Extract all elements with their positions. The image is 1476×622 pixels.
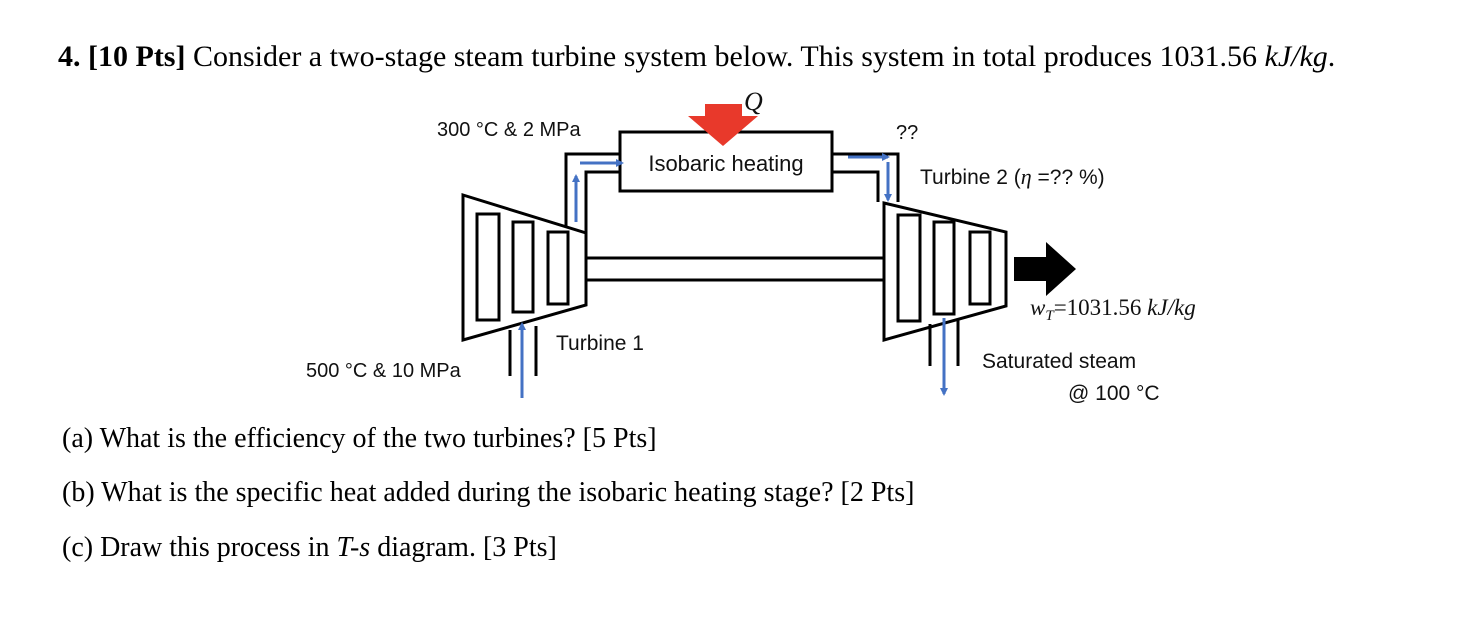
turbine-1-blade-2 bbox=[511, 220, 535, 314]
pipe-1-outer bbox=[564, 152, 620, 233]
turbine-2-blade-1 bbox=[896, 213, 922, 323]
turbine-2-label: Turbine 2 (η =?? %) bbox=[920, 164, 1105, 189]
turbine-1-label: Turbine 1 bbox=[556, 332, 644, 355]
pipe-1-inner bbox=[584, 170, 620, 233]
pipe-2-outer bbox=[832, 152, 900, 202]
question-period: . bbox=[1327, 40, 1336, 73]
heater-label: Isobaric heating bbox=[648, 151, 803, 176]
question-text: 4. [10 Pts] Consider a two-stage steam t… bbox=[58, 40, 1335, 74]
part-a: (a) What is the efficiency of the two tu… bbox=[62, 423, 657, 454]
question-body: Consider a two-stage steam turbine syste… bbox=[185, 40, 1265, 73]
part-c: (c) Draw this process in T-s diagram. [3… bbox=[62, 532, 557, 563]
heat-symbol: Q bbox=[744, 87, 763, 116]
turbine-2-blade-2 bbox=[932, 220, 956, 316]
shaft bbox=[584, 256, 886, 282]
state-3-label: ?? bbox=[896, 122, 918, 144]
exit-state-line-1: Saturated steam bbox=[982, 350, 1136, 373]
exit-state-line-2: @ 100 °C bbox=[1068, 382, 1160, 405]
state-1-label: 500 °C & 10 MPa bbox=[306, 360, 462, 382]
turbine-1-blade-3 bbox=[546, 230, 570, 306]
work-output-arrow bbox=[1014, 242, 1076, 296]
state-2-label: 300 °C & 2 MPa bbox=[437, 119, 582, 141]
work-label: wT=1031.56 kJ/kg bbox=[1030, 295, 1196, 324]
pipe-2-inner bbox=[832, 170, 880, 202]
part-b: (b) What is the specific heat added duri… bbox=[62, 477, 915, 508]
turbine-2-blade-3 bbox=[968, 230, 992, 306]
heat-input-arrow bbox=[688, 104, 758, 146]
turbine-1-blade-1 bbox=[475, 212, 501, 322]
question-number: 4. [10 Pts] bbox=[58, 40, 186, 73]
question-unit: kJ/kg bbox=[1264, 40, 1328, 73]
